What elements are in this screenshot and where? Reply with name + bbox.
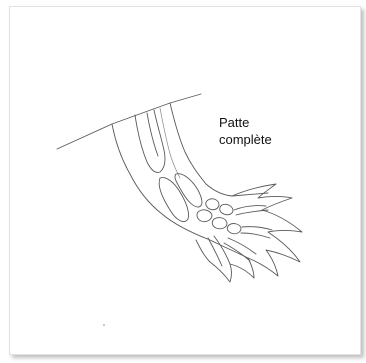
wrist-bone-1: [197, 210, 212, 222]
wrist-bone-4: [220, 204, 233, 214]
caption-line-2: complète: [219, 131, 272, 148]
digit-outline-upper: [232, 184, 302, 276]
phalanx-2a: [242, 227, 272, 230]
phalanx-3a: [228, 238, 256, 254]
leg-bone-left: [135, 110, 165, 173]
phalanx-2b: [241, 233, 270, 238]
phalanx-4a: [214, 236, 230, 264]
wrist-bone-5: [227, 224, 241, 234]
wrist-bone-2: [206, 199, 219, 210]
pencil-dot: [103, 324, 105, 326]
caption-label: Patte complète: [219, 114, 272, 148]
wrist-bone-3: [212, 218, 227, 229]
body-outline-line: [57, 94, 201, 149]
caption-line-1: Patte: [219, 114, 272, 131]
phalanx-1a: [234, 206, 266, 210]
